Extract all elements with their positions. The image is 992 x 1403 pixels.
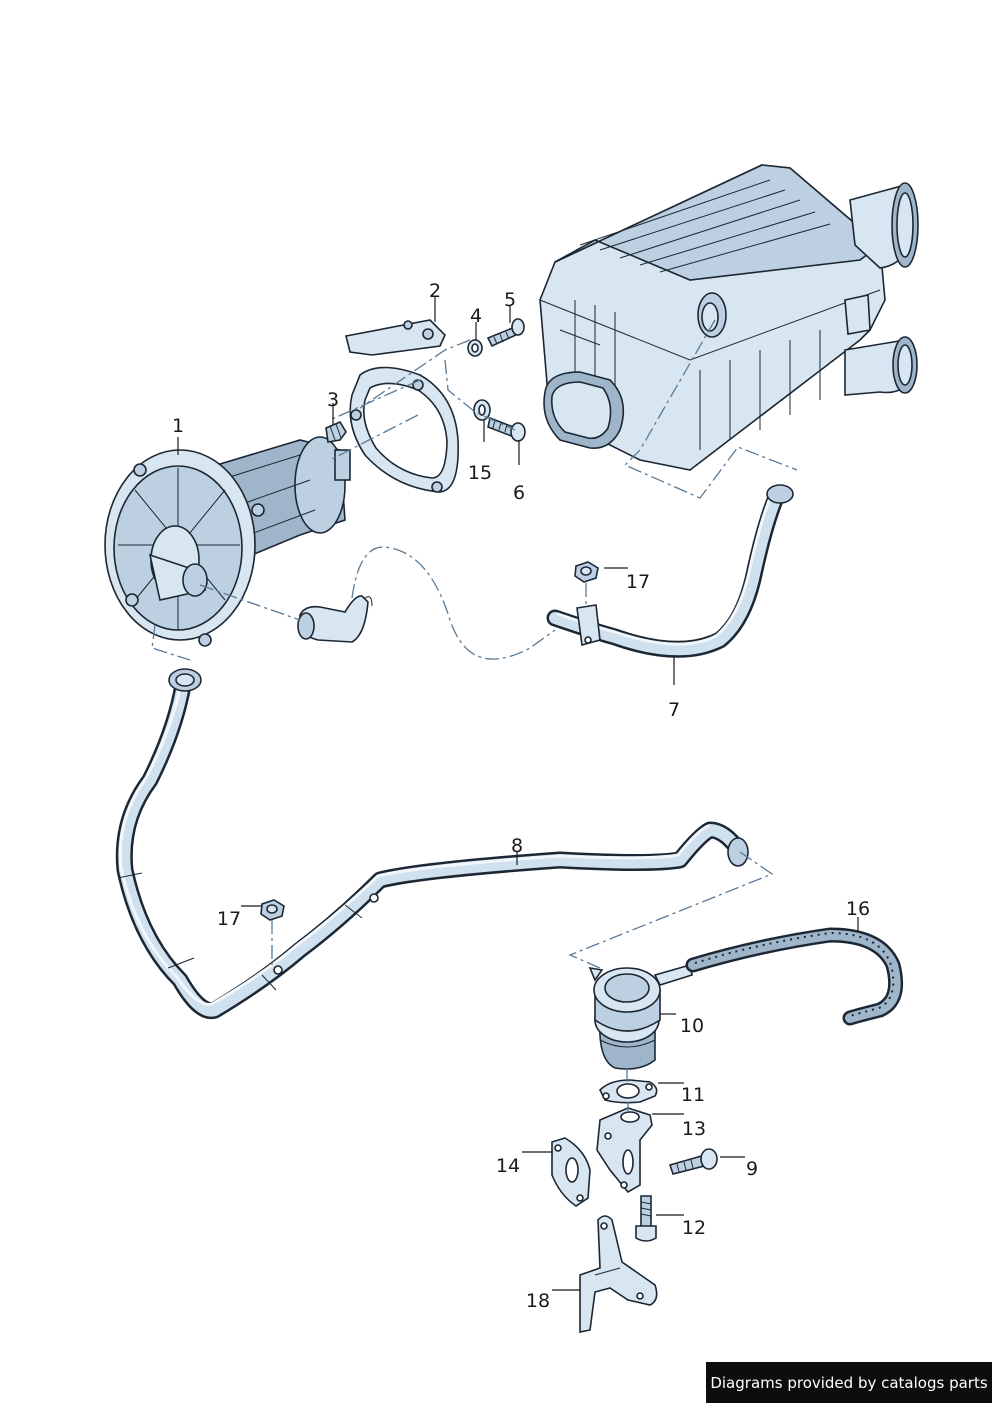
callout-11: 11: [681, 1084, 705, 1106]
callout-labels: 1 2 3 4 5 6 7 8 9 10 11 12 13 14 15 16 1…: [172, 280, 870, 1312]
bolt-12: [635, 1195, 657, 1242]
callout-17-upper: 17: [626, 571, 650, 593]
hose-7: [546, 484, 794, 658]
callout-18: 18: [526, 1290, 550, 1312]
callout-2: 2: [429, 280, 441, 302]
nut-3: [325, 420, 347, 443]
callout-12: 12: [682, 1217, 706, 1239]
nut-17-upper: [574, 561, 599, 583]
combination-valve: [588, 963, 693, 1070]
screw-6: [487, 416, 526, 442]
callout-13: 13: [682, 1118, 706, 1140]
callout-7: 7: [668, 699, 680, 721]
callout-9: 9: [746, 1158, 758, 1180]
washer-15: [473, 399, 491, 421]
bracket-18: [579, 1215, 658, 1333]
leader-lines: [177, 297, 859, 1291]
callout-10: 10: [680, 1015, 704, 1037]
assembly-dash-lines: [151, 319, 798, 1112]
nut-17-lower: [260, 899, 285, 921]
callout-3: 3: [327, 389, 339, 411]
hose-8: [115, 668, 749, 1020]
vacuum-hose-16: [685, 927, 904, 1026]
air-filter-housing: [539, 164, 919, 471]
callout-1: 1: [172, 415, 184, 437]
mounting-bracket: [345, 319, 459, 493]
secondary-air-pump: [104, 436, 351, 647]
screw-5: [486, 318, 525, 348]
callout-4: 4: [470, 305, 482, 327]
callout-6: 6: [513, 482, 525, 504]
gasket-14: [551, 1137, 591, 1207]
callout-17-lower: 17: [217, 908, 241, 930]
gasket-11: [599, 1079, 658, 1104]
credit-banner: Diagrams provided by catalogs parts: [706, 1362, 992, 1403]
callout-16: 16: [846, 898, 870, 920]
callout-8: 8: [511, 835, 523, 857]
flange-13: [596, 1107, 653, 1194]
callout-15: 15: [468, 462, 492, 484]
hose-connector-elbow: [297, 595, 373, 643]
callout-14: 14: [496, 1155, 520, 1177]
callout-5: 5: [504, 289, 516, 311]
washer-4: [467, 339, 483, 357]
bolt-9: [668, 1148, 718, 1175]
